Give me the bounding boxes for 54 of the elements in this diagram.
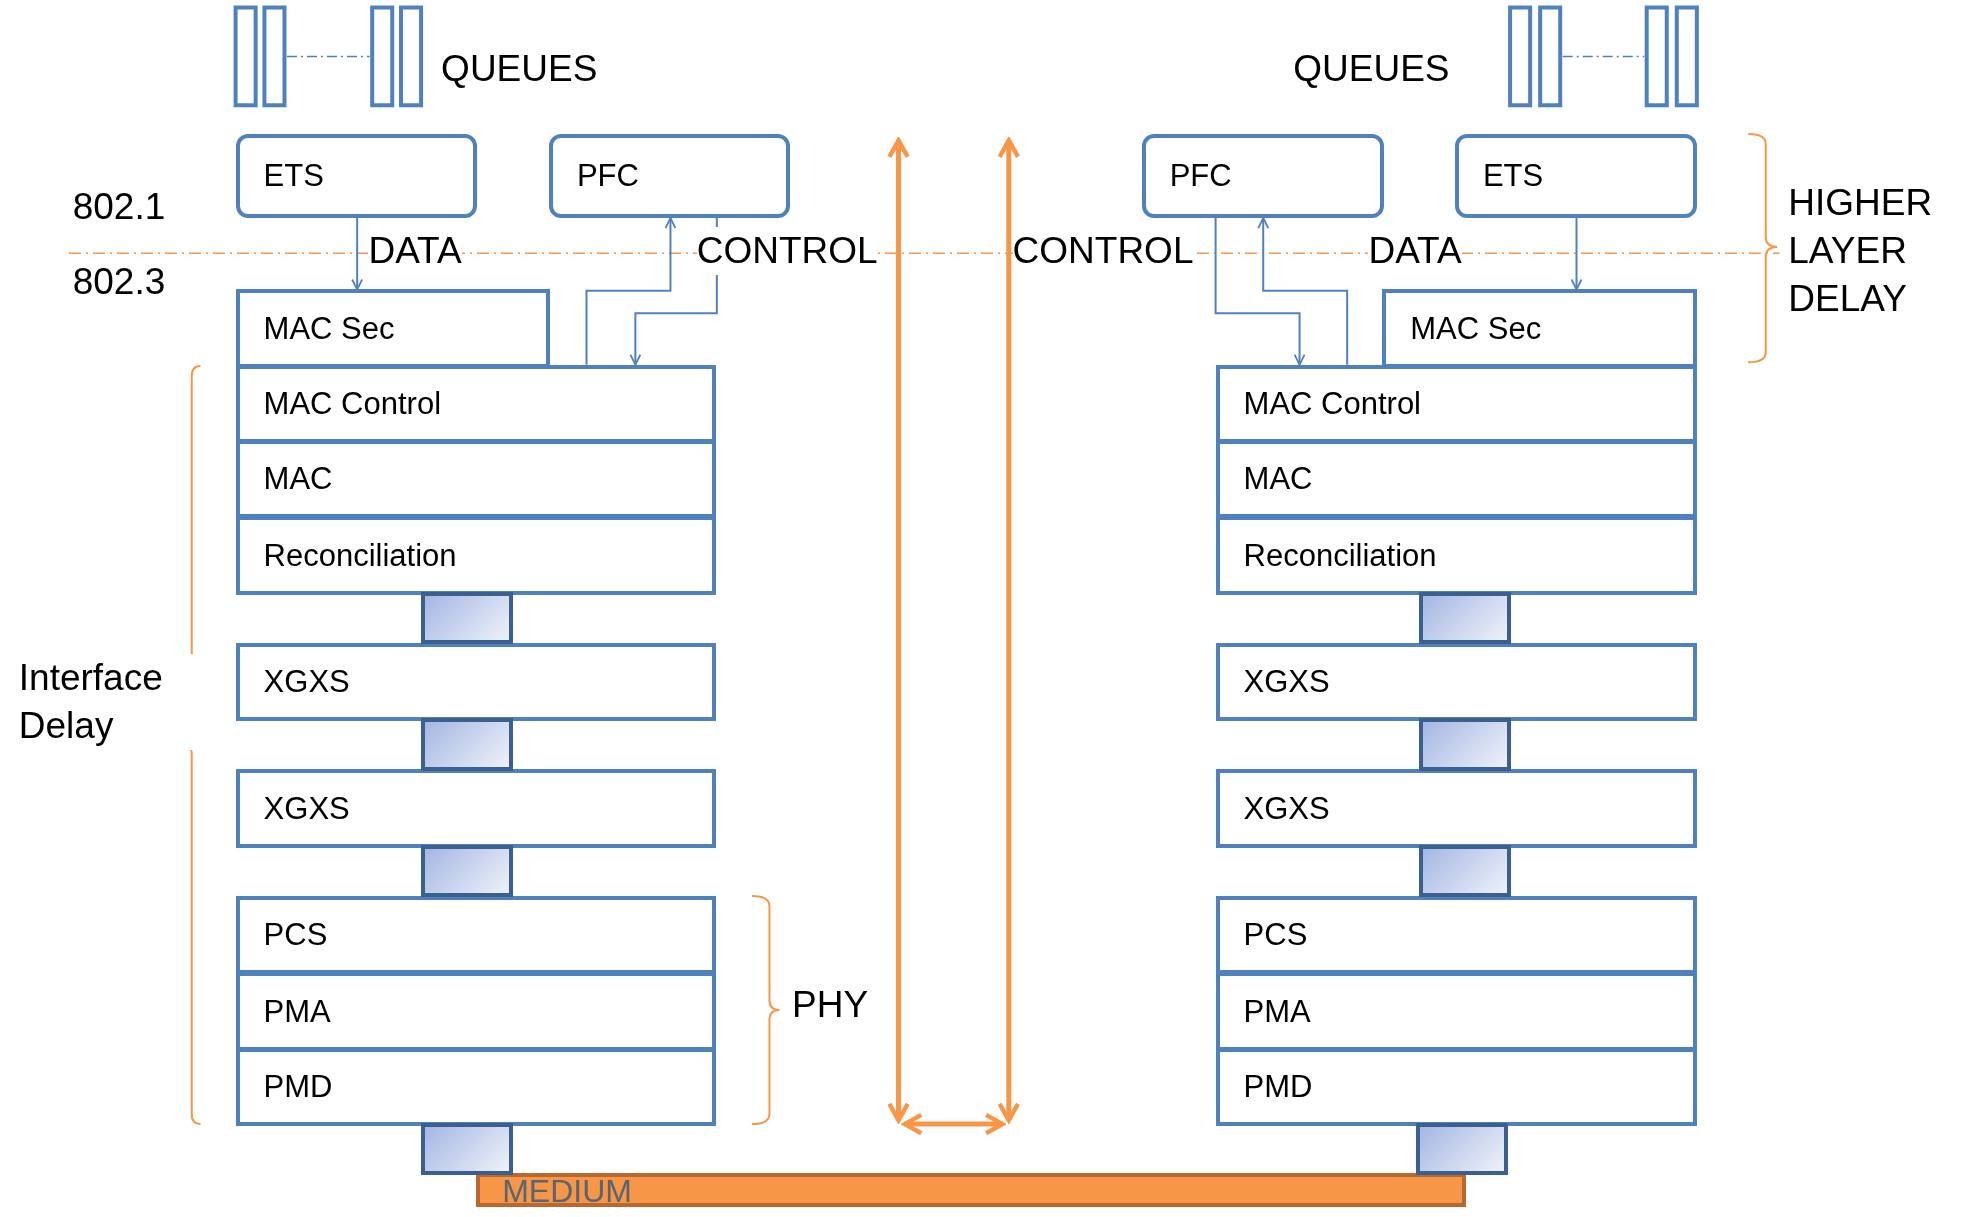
- layer-label: MAC: [263, 461, 333, 498]
- layer-label: Reconciliation: [263, 537, 457, 574]
- layer-box: [1215, 896, 1697, 975]
- layer-label: Reconciliation: [1243, 537, 1437, 574]
- layer-label: XGXS: [263, 790, 350, 827]
- block-label: ETS: [263, 158, 324, 195]
- layer-box: [235, 896, 716, 975]
- layer-box: [1215, 769, 1697, 848]
- block-label: ETS: [1482, 158, 1544, 195]
- interface-block: [1418, 591, 1512, 645]
- layer-box: [235, 642, 716, 722]
- block-label: PFC: [576, 158, 639, 195]
- function-block: [1454, 134, 1697, 219]
- layer-box: [1382, 289, 1697, 368]
- layer-label: MAC Sec: [1410, 310, 1542, 347]
- block-label: PFC: [1169, 158, 1232, 195]
- interface-block: [421, 844, 513, 898]
- interface-block: [1418, 844, 1512, 898]
- medium-bar: [476, 1173, 1467, 1207]
- layer-box: [1215, 972, 1697, 1051]
- layer-label: PCS: [1243, 917, 1308, 954]
- layer-label: MAC Control: [263, 385, 442, 422]
- layer-label: PCS: [263, 917, 328, 954]
- layer-label: MAC: [1243, 461, 1313, 498]
- layer-label: PMA: [263, 993, 331, 1030]
- interface-block: [1418, 718, 1512, 771]
- function-block: [1141, 134, 1384, 219]
- arrow: [351, 217, 364, 291]
- layer-label: PMA: [1243, 993, 1311, 1030]
- interface-block: [421, 591, 513, 645]
- layer-box: [235, 289, 551, 368]
- layer-box: [235, 769, 716, 848]
- arrow: [585, 217, 677, 366]
- arrow: [1570, 217, 1583, 291]
- function-block: [548, 134, 790, 219]
- medium-label: MEDIUM: [502, 1174, 632, 1207]
- layer-label: MAC Sec: [263, 310, 395, 347]
- arrow: [1257, 217, 1349, 366]
- layer-label: XGXS: [1243, 664, 1330, 701]
- layer-box: [1215, 642, 1697, 722]
- layer-box: [235, 516, 716, 595]
- interface-block: [421, 1122, 513, 1176]
- function-block: [235, 134, 478, 219]
- layer-label: XGXS: [1243, 790, 1330, 827]
- arrow: [1214, 217, 1306, 366]
- annotation-label: CONTROL: [696, 226, 878, 275]
- layer-box: [235, 972, 716, 1051]
- layer-label: PMD: [1243, 1068, 1313, 1105]
- layer-label: MAC Control: [1243, 385, 1421, 422]
- layer-label: PMD: [263, 1068, 333, 1105]
- interface-block: [421, 718, 513, 771]
- layer-label: XGXS: [263, 664, 350, 701]
- interface-block: [1416, 1122, 1508, 1176]
- layer-box: [1215, 516, 1697, 595]
